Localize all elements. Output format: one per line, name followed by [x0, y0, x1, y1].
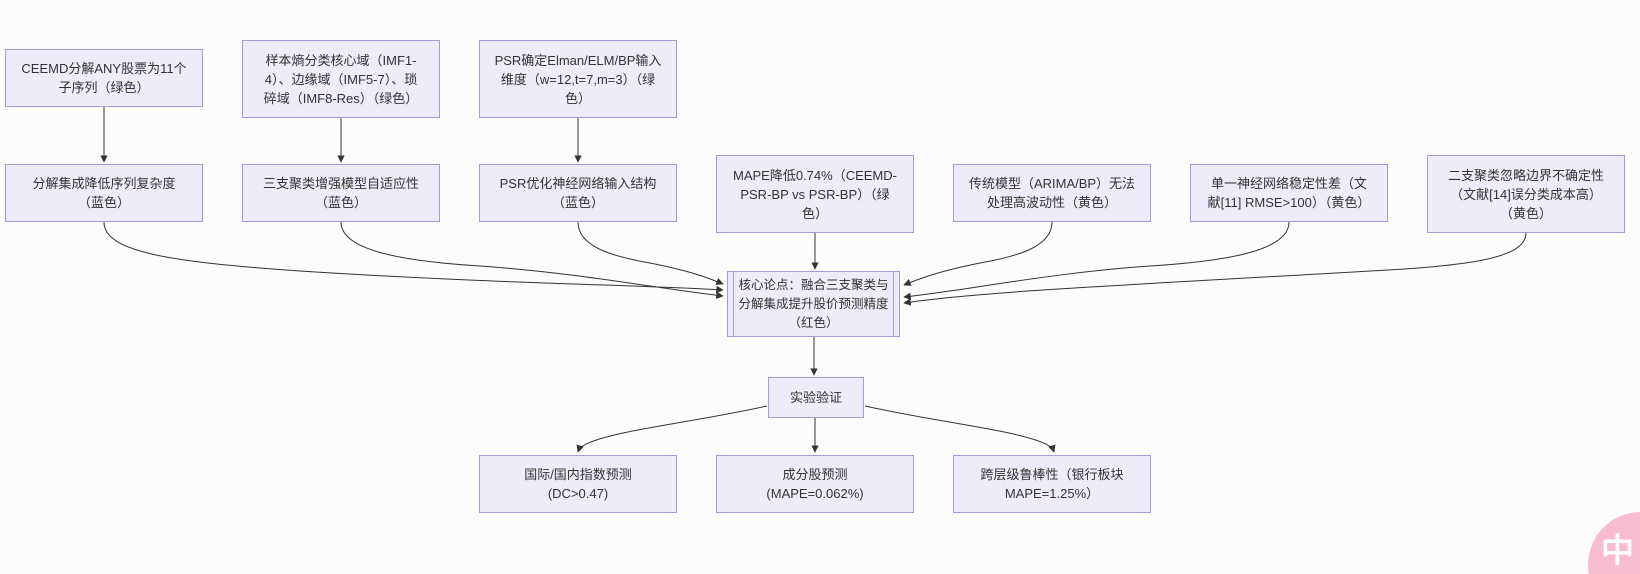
- edge-experiment-to-index: [576, 405, 768, 453]
- node-label: 实验验证: [789, 390, 842, 405]
- node-experiment-validation: 实验验证: [768, 377, 864, 418]
- edge-psrstruct-to-core: [577, 221, 724, 285]
- edge-threeway-to-core: [340, 221, 724, 299]
- node-label: 三支聚类增强模型自适应性 （蓝色）: [262, 176, 419, 210]
- node-label: 传统模型（ARIMA/BP）无法 处理高波动性（黄色）: [968, 176, 1136, 210]
- node-mape-improvement: MAPE降低0.74%（CEEMD- PSR-BP vs PSR-BP）（绿 色…: [716, 155, 914, 233]
- node-label: PSR确定Elman/ELM/BP输入 维度（w=12,t=7,m=3）（绿 色…: [494, 52, 662, 106]
- edge-singlenn-to-core: [903, 221, 1290, 300]
- node-constituent-stock-prediction: 成分股预测 (MAPE=0.062%): [716, 455, 914, 513]
- node-label: CEEMD分解ANY股票为11个 子序列（绿色）: [21, 61, 187, 95]
- node-cross-level-robustness: 跨层级鲁棒性（银行板块 MAPE=1.25%）: [953, 455, 1151, 513]
- node-sample-entropy: 样本熵分类核心域（IMF1- 4）、边缘域（IMF5-7）、琐 碎域（IMF8-…: [242, 40, 440, 118]
- node-decompose-complexity: 分解集成降低序列复杂度 （蓝色）: [5, 164, 203, 222]
- node-ceemd-decompose: CEEMD分解ANY股票为11个 子序列（绿色）: [5, 49, 203, 107]
- node-label: 二支聚类忽略边界不确定性 （文献[14]误分类成本高） （黄色）: [1447, 167, 1604, 221]
- node-core-thesis: 核心论点：融合三支聚类与 分解集成提升股价预测精度 （红色）: [727, 271, 900, 337]
- edge-decomp-to-core: [103, 221, 724, 294]
- translate-toggle-button[interactable]: 中 A: [1588, 512, 1640, 574]
- node-label: 样本熵分类核心域（IMF1- 4）、边缘域（IMF5-7）、琐 碎域（IMF8-…: [263, 52, 419, 106]
- translate-zh-icon: 中: [1601, 532, 1634, 569]
- node-label: 跨层级鲁棒性（银行板块 MAPE=1.25%）: [980, 467, 1124, 501]
- node-traditional-model-limit: 传统模型（ARIMA/BP）无法 处理高波动性（黄色）: [953, 164, 1151, 222]
- node-threeway-clustering: 三支聚类增强模型自适应性 （蓝色）: [242, 164, 440, 222]
- node-label: 成分股预测 (MAPE=0.062%): [766, 467, 864, 501]
- node-label: 单一神经网络稳定性差（文 献[11] RMSE>100）（黄色）: [1207, 176, 1371, 210]
- node-label: MAPE降低0.74%（CEEMD- PSR-BP vs PSR-BP）（绿 色…: [733, 167, 897, 221]
- node-label: 分解集成降低序列复杂度 （蓝色）: [32, 176, 176, 210]
- translate-en-icon: A: [1638, 542, 1640, 574]
- node-psr-structure: PSR优化神经网络输入结构 （蓝色）: [479, 164, 677, 222]
- edge-twoway-to-core: [903, 232, 1527, 306]
- node-index-prediction: 国际/国内指数预测 (DC>0.47): [479, 455, 677, 513]
- node-single-nn-instability: 单一神经网络稳定性差（文 献[11] RMSE>100）（黄色）: [1190, 164, 1388, 222]
- node-twoway-clustering-limit: 二支聚类忽略边界不确定性 （文献[14]误分类成本高） （黄色）: [1427, 155, 1625, 233]
- node-label: PSR优化神经网络输入结构 （蓝色）: [499, 176, 657, 210]
- node-label: 国际/国内指数预测 (DC>0.47): [524, 467, 632, 501]
- edge-traditional-to-core: [903, 221, 1053, 286]
- node-label: 核心论点：融合三支聚类与 分解集成提升股价预测精度 （红色）: [738, 277, 889, 330]
- edge-experiment-to-robustness: [864, 405, 1056, 453]
- node-psr-input-dimension: PSR确定Elman/ELM/BP输入 维度（w=12,t=7,m=3）（绿 色…: [479, 40, 677, 118]
